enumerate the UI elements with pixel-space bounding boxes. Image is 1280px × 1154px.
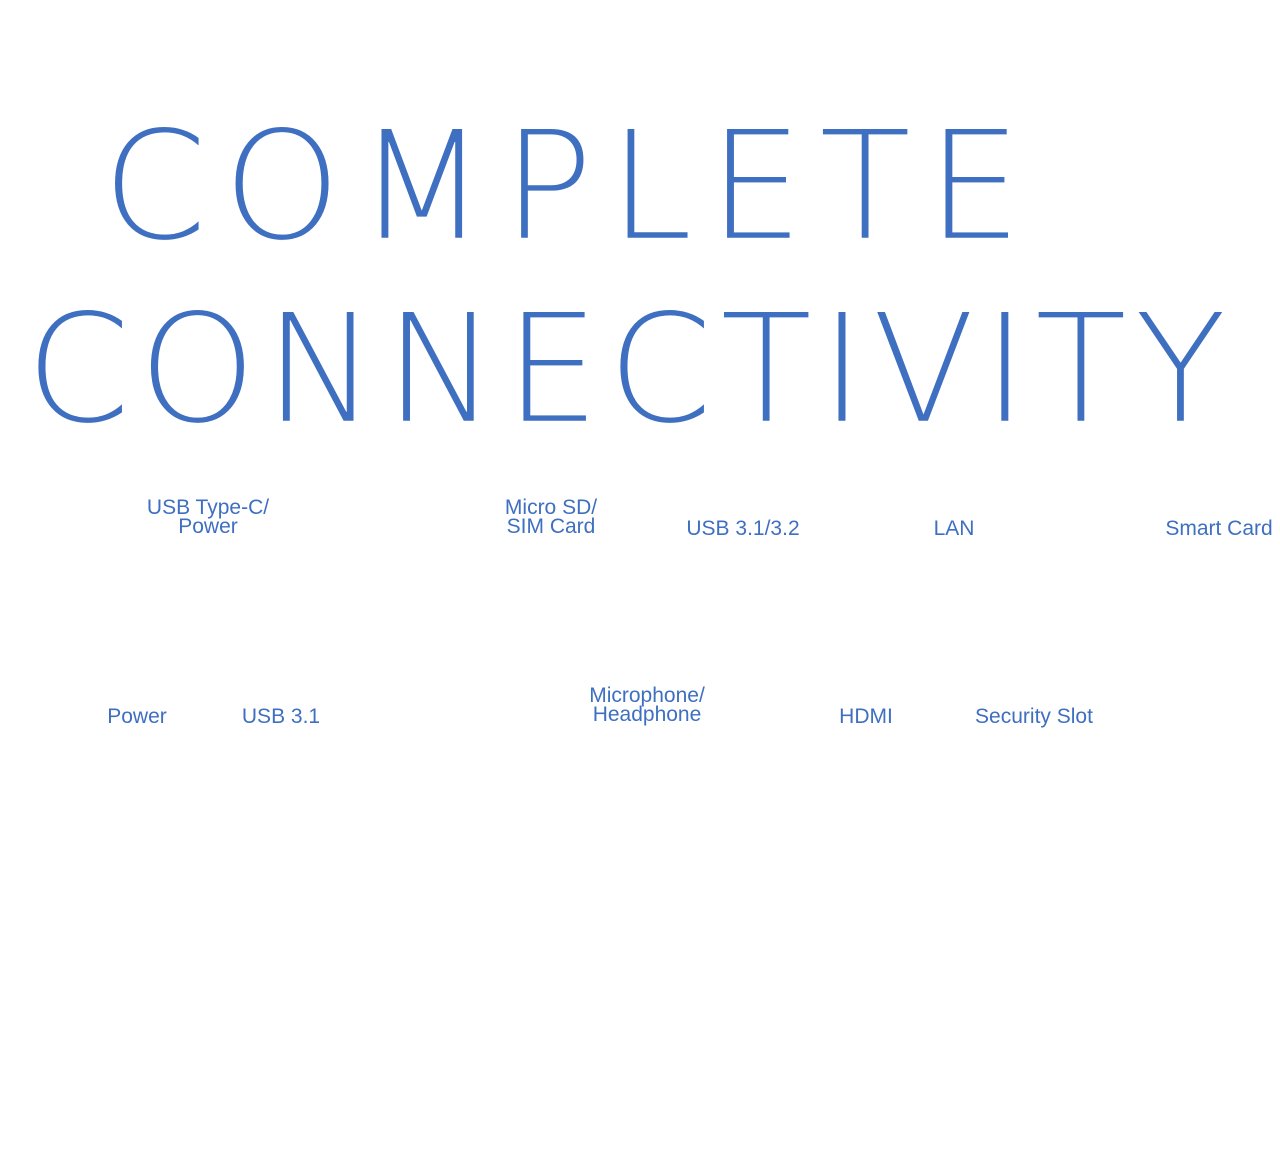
smart-card-slot — [795, 1075, 1053, 1082]
label-line: SIM Card — [506, 515, 596, 538]
usb-a-port-icon-2 — [244, 758, 318, 790]
lock-slot — [1030, 968, 1052, 984]
dc-jack — [119, 1070, 157, 1108]
label-line: Security Slot — [975, 705, 1093, 728]
label-usb-3-1: USB 3.1 — [241, 705, 321, 728]
label-usb-c-power: USB Type-C/Power — [146, 496, 270, 538]
micro-sd-sim-box — [508, 544, 603, 631]
headline-line-1: COMPLETE — [102, 100, 1038, 275]
label-hdmi: HDMI — [839, 705, 893, 728]
lock-slot-icon — [1005, 761, 1056, 785]
smart-card-icon — [1177, 557, 1261, 617]
audio-jack-icon — [625, 752, 669, 796]
hdmi-port-icon — [824, 761, 906, 793]
lower-laptop-base — [40, 1057, 1142, 1144]
label-mic-headphone: Microphone/Headphone — [589, 684, 705, 726]
label-micro-sd-sim: Micro SD/SIM Card — [504, 496, 598, 538]
label-line: Power — [107, 705, 167, 728]
label-smart-card: Smart Card — [1165, 517, 1273, 540]
sd-slot — [540, 981, 624, 992]
usb-3-1-3-2-box — [696, 544, 791, 631]
chassis-usb-text: SS — [703, 959, 714, 968]
label-line: LAN — [933, 517, 975, 540]
usb-a-port-icon — [706, 571, 780, 603]
headline-line-2: CONNECTIVITY — [25, 283, 1235, 458]
hdmi-port — [834, 972, 898, 998]
chassis-hdmi-text: HDMI — [853, 960, 871, 967]
upper-laptop-base — [124, 946, 1110, 1028]
label-line: USB 3.1 — [241, 705, 321, 728]
chassis-usb-text-2: SS — [775, 959, 786, 968]
chassis-usb-text-3: SS — [273, 1073, 284, 1082]
audio-jack — [639, 973, 657, 991]
sd-card-slot-icon — [513, 578, 599, 593]
label-security-slot: Security Slot — [975, 705, 1093, 728]
label-line: Micro SD/ — [504, 496, 598, 519]
label-line: Microphone/ — [589, 684, 705, 707]
usb-c-port-icon — [173, 574, 245, 598]
label-line: Headphone — [592, 703, 702, 726]
security-slot-box — [987, 732, 1082, 819]
ethernet-port-icon — [919, 553, 989, 611]
usb-3-1-box — [234, 732, 329, 819]
usb-c-power-box — [162, 544, 257, 631]
label-line: Smart Card — [1165, 517, 1273, 540]
lan-box — [907, 544, 1002, 631]
usb-a-port-lower — [252, 1087, 316, 1113]
usb-a-port-right — [757, 971, 813, 996]
label-line: USB 3.1/3.2 — [686, 517, 800, 540]
label-line: HDMI — [839, 705, 893, 728]
dc-power-jack-icon — [116, 753, 158, 795]
smart-card-box — [1171, 544, 1266, 631]
chassis-sd-text: SD — [572, 958, 585, 968]
power-box — [90, 732, 185, 819]
cooling-vents — [368, 1071, 658, 1113]
label-usb-3-1-3-2: USB 3.1/3.2 — [686, 517, 800, 540]
leader-dots — [132, 932, 1040, 1053]
label-line: USB Type-C/ — [146, 496, 270, 519]
hdmi-box — [817, 732, 912, 819]
label-line: Power — [178, 515, 238, 538]
label-power: Power — [107, 705, 167, 728]
lan-port — [918, 972, 990, 1004]
label-lan: LAN — [933, 517, 975, 540]
mic-headphone-box — [599, 732, 694, 819]
usb-c-port — [184, 1093, 230, 1107]
chassis-sc-text: SC — [1058, 1075, 1069, 1084]
usb-a-port-left — [685, 971, 741, 996]
